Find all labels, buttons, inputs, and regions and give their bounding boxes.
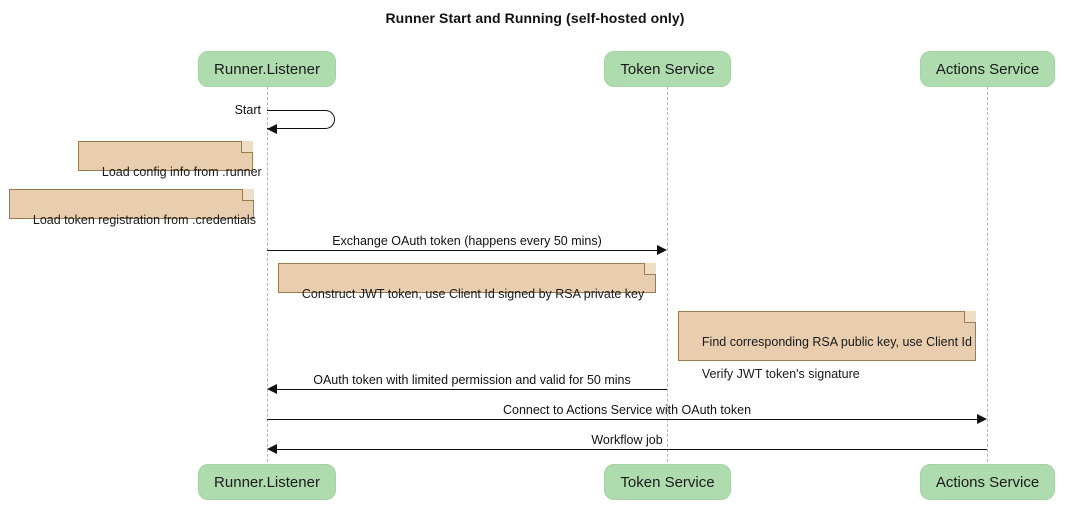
message-exchange-oauth-token-label: Exchange OAuth token (happens every 50 m…: [332, 234, 602, 248]
participant-token-top[interactable]: Token Service: [604, 51, 731, 87]
note-construct-jwt: Construct JWT token, use Client Id signe…: [278, 263, 656, 301]
message-workflow-job-line: [277, 449, 987, 450]
note-text-line-1: Find corresponding RSA public key, use C…: [701, 335, 972, 349]
note-verify-jwt-signature: Find corresponding RSA public key, use C…: [678, 311, 976, 381]
note-text: Construct JWT token, use Client Id signe…: [301, 287, 645, 301]
self-message-start-loop: [267, 110, 335, 129]
message-connect-actions-label: Connect to Actions Service with OAuth to…: [502, 403, 752, 417]
note-fold-corner-icon: [242, 189, 254, 201]
participant-runner-bottom[interactable]: Runner.Listener: [198, 464, 336, 500]
participant-label: Actions Service: [935, 60, 1040, 78]
note-fold-corner-icon: [644, 263, 656, 275]
message-oauth-token-返回-label: OAuth token with limited permission and …: [313, 373, 631, 387]
message-exchange-oauth-token-line: [267, 250, 657, 251]
note-text: Load token registration from .credential…: [32, 213, 256, 227]
note-text-line-2: Verify JWT token's signature: [701, 367, 860, 381]
message-connect-actions-arrowhead: [977, 414, 987, 424]
note-fold-corner-icon: [241, 141, 253, 153]
participant-label: Token Service: [620, 473, 715, 491]
note-load-config: Load config info from .runner: [78, 141, 262, 179]
message-oauth-token-arrowhead: [267, 384, 277, 394]
diagram-title: Runner Start and Running (self-hosted on…: [385, 10, 685, 26]
message-workflow-job-arrowhead: [267, 444, 277, 454]
note-fold-corner-icon: [964, 311, 976, 323]
message-workflow-job-label: Workflow job: [591, 433, 663, 447]
participant-label: Runner.Listener: [214, 473, 320, 491]
lifeline-token: [667, 87, 668, 462]
participant-token-bottom[interactable]: Token Service: [604, 464, 731, 500]
lifeline-runner: [267, 87, 268, 462]
message-connect-actions-line: [267, 419, 977, 420]
message-exchange-oauth-token-arrowhead: [657, 245, 667, 255]
note-load-token-registration: Load token registration from .credential…: [9, 189, 256, 227]
participant-actions-bottom[interactable]: Actions Service: [920, 464, 1055, 500]
lifeline-actions: [987, 87, 988, 462]
participant-label: Token Service: [620, 60, 715, 78]
participant-actions-top[interactable]: Actions Service: [920, 51, 1055, 87]
participant-runner-top[interactable]: Runner.Listener: [198, 51, 336, 87]
self-message-start-label: Start: [234, 103, 261, 117]
message-oauth-token-line: [277, 389, 667, 390]
participant-label: Runner.Listener: [214, 60, 320, 78]
participant-label: Actions Service: [935, 473, 1040, 491]
self-message-start-arrowhead: [267, 124, 277, 134]
note-text: Load config info from .runner: [101, 165, 262, 179]
